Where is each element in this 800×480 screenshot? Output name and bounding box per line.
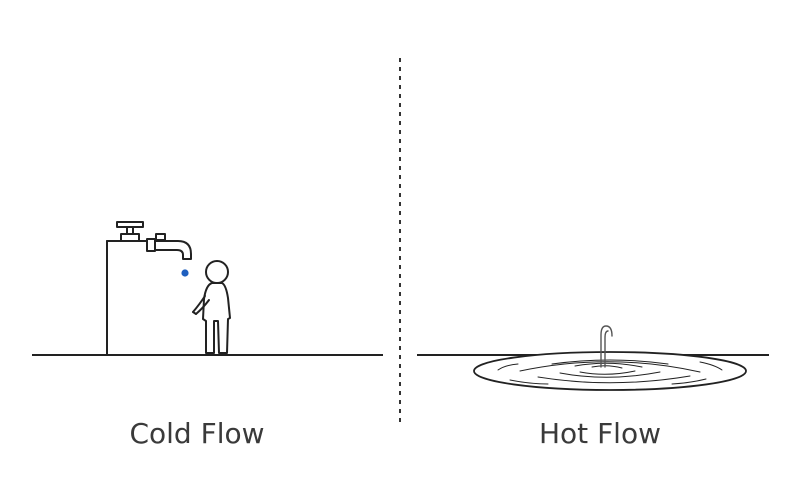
- cold-flow-panel: Cold Flow: [32, 221, 383, 450]
- fountain-jet-icon: [600, 325, 613, 368]
- hot-flow-panel: Hot Flow: [417, 325, 769, 450]
- cold-flow-caption: Cold Flow: [129, 417, 264, 450]
- hot-flow-caption: Hot Flow: [539, 417, 661, 450]
- person-icon: [192, 260, 231, 354]
- faucet-icon: [106, 221, 192, 356]
- water-droplet-icon: [181, 269, 189, 277]
- water-ripples-icon: [473, 351, 747, 391]
